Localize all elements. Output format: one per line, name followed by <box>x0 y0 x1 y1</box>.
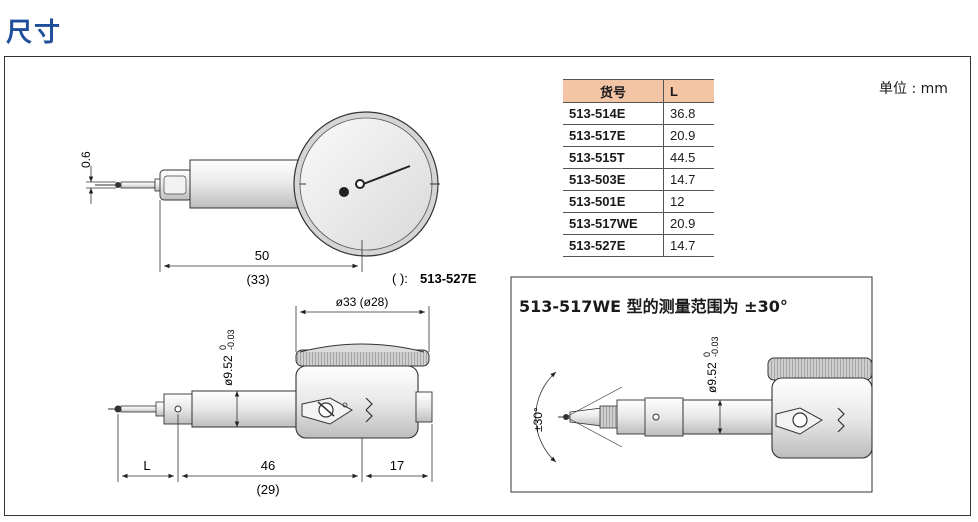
paren-note-model: 513-527E <box>420 271 477 286</box>
dim-bottom: L 46 (29) 17 <box>117 414 433 497</box>
part-no: 513-517WE <box>563 212 664 235</box>
top-view-indicator <box>95 111 440 257</box>
dim-dia33: ø33 (ø28) <box>295 295 430 352</box>
part-no: 513-503E <box>563 168 664 191</box>
inset-dim-stem-label: ø9.52 <box>705 362 719 393</box>
header-part-no: 货号 <box>563 79 664 103</box>
L-value: 12 <box>663 190 714 213</box>
dim-stem-tol-lower: -0.03 <box>226 329 236 350</box>
dim-L-label: L <box>143 458 150 473</box>
dim-50: 50 (33) <box>159 200 363 287</box>
inset-title: 513-517WE 型的测量范围为 ±30° <box>519 297 788 316</box>
side-view-indicator <box>108 343 433 439</box>
dim-33-label: (33) <box>246 272 269 287</box>
dim-dia33-label: ø33 (ø28) <box>336 295 389 309</box>
L-value: 44.5 <box>663 146 714 169</box>
L-value: 14.7 <box>663 168 714 191</box>
dim-0-6-label: 0.6 <box>79 151 93 168</box>
dim-17-label: 17 <box>390 458 404 473</box>
dim-0-6: 0.6 <box>79 151 116 204</box>
unit-label: 单位 : mm <box>879 81 948 97</box>
L-value: 20.9 <box>663 212 714 235</box>
inset-dim-stem-tol-upper: 0 <box>702 352 712 357</box>
inset-angle-label: ±30° <box>531 407 545 432</box>
part-no: 513-517E <box>563 124 664 147</box>
dim-stem-tol-upper: 0 <box>218 345 228 350</box>
dim-stem: ø9.52 0 -0.03 <box>218 329 240 427</box>
L-value: 20.9 <box>663 124 714 147</box>
inset-dim-stem-tol-lower: -0.03 <box>710 336 720 357</box>
dim-stem-label: ø9.52 <box>221 355 235 386</box>
part-no: 513-501E <box>563 190 664 213</box>
inset-dim-stem: ø9.52 0 -0.03 <box>702 336 723 434</box>
inset-indicator <box>558 357 873 459</box>
header-L: L <box>663 79 714 103</box>
dim-46-label: 46 <box>261 458 275 473</box>
dim-50-label: 50 <box>255 248 269 263</box>
L-value: 14.7 <box>663 234 714 257</box>
table-header-row: 货号 L <box>563 79 714 103</box>
L-value: 36.8 <box>663 102 714 125</box>
paren-note-prefix: ( ): <box>392 271 408 286</box>
dim-29-label: (29) <box>256 482 279 497</box>
part-no: 513-515T <box>563 146 664 169</box>
drawing-frame <box>4 56 971 516</box>
part-no: 513-527E <box>563 234 664 257</box>
page-title: 尺寸 <box>6 18 63 48</box>
inset-angle: ±30° <box>531 371 623 463</box>
part-no: 513-514E <box>563 102 664 125</box>
